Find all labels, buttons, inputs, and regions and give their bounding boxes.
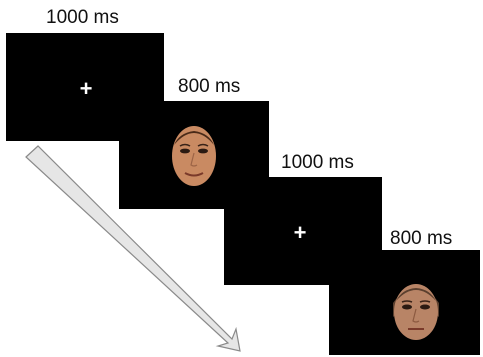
frame-3-duration: 1000 ms [281,152,354,173]
face-stimulus-2 [393,284,439,340]
frame-4-duration: 800 ms [390,228,453,249]
fixation-cross: + [79,76,93,101]
frame-4-screen [329,250,480,355]
time-arrow-shape [25,145,241,352]
face-stimulus-1 [172,126,216,186]
fixation-cross: + [293,220,307,245]
frame-1-duration: 1000 ms [46,7,119,28]
frame-3-screen: + [224,177,382,285]
frame-2-duration: 800 ms [178,76,241,97]
